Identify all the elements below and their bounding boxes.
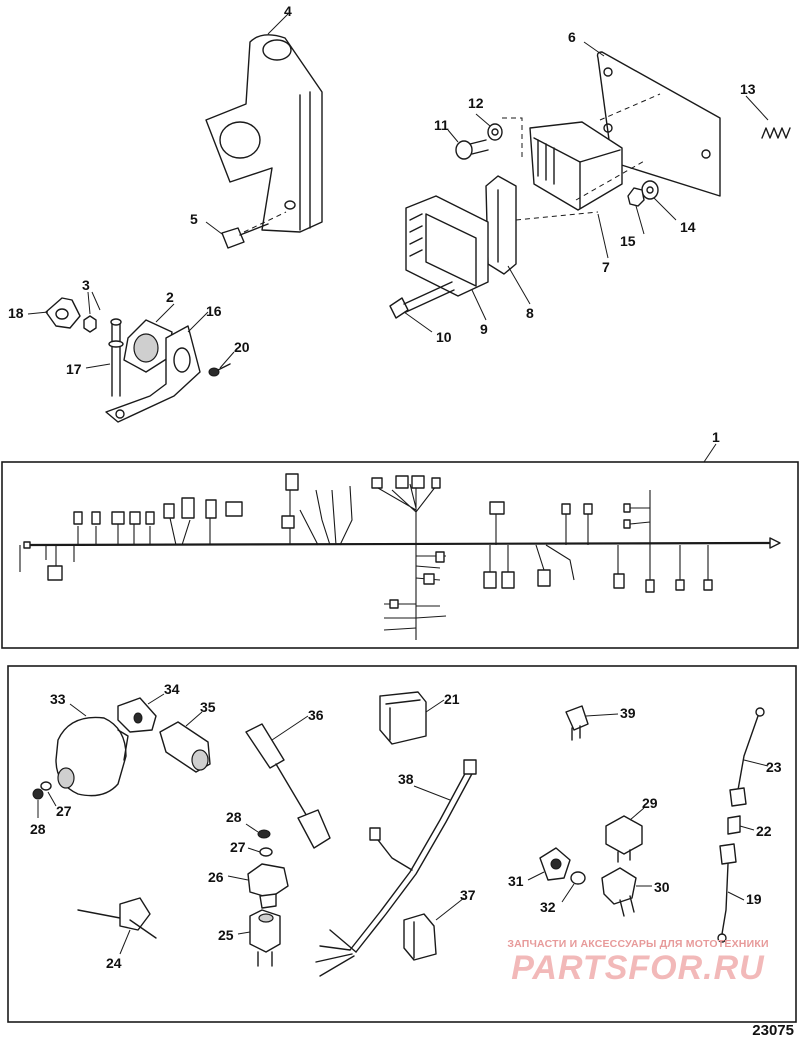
part-20-screw bbox=[208, 363, 231, 377]
part-37-connector: 37 bbox=[403, 887, 476, 961]
part-27-washer-left: 27 bbox=[40, 781, 72, 819]
watermark-logo: PARTSFOR.RU bbox=[511, 949, 765, 987]
callout-17: 17 bbox=[66, 361, 82, 377]
part-39-fuse: 39 bbox=[565, 705, 636, 741]
part-27-washer-center: 27 bbox=[230, 839, 273, 857]
callout-26: 26 bbox=[208, 869, 224, 885]
part-21-relay: 21 bbox=[379, 691, 460, 745]
part-7-module bbox=[529, 93, 661, 211]
callout-14: 14 bbox=[680, 219, 696, 235]
part-15-nut bbox=[627, 187, 645, 207]
watermark-tagline: ЗАПЧАСТИ И АКСЕССУАРЫ ДЛЯ МОТОТЕХНИКИ bbox=[507, 938, 769, 950]
callout-2: 2 bbox=[166, 289, 174, 305]
part-17-stud bbox=[108, 318, 124, 397]
callout-28-left: 28 bbox=[30, 821, 46, 837]
part-11-screw bbox=[455, 139, 489, 160]
part-14-washer bbox=[641, 180, 659, 200]
callout-24: 24 bbox=[106, 955, 122, 971]
part-33-sender: 33 bbox=[50, 691, 129, 797]
callout-3: 3 bbox=[82, 277, 90, 293]
callout-11: 11 bbox=[434, 117, 449, 133]
callout-7: 7 bbox=[602, 259, 610, 275]
callout-28-center: 28 bbox=[226, 809, 242, 825]
callout-12: 12 bbox=[468, 95, 484, 111]
part-38-harness: 38 bbox=[315, 759, 477, 977]
callout-6: 6 bbox=[568, 29, 576, 45]
part-16-bracket bbox=[105, 325, 201, 423]
callout-20: 20 bbox=[234, 339, 250, 355]
callout-27-center: 27 bbox=[230, 839, 246, 855]
callout-39: 39 bbox=[620, 705, 636, 721]
callout-4: 4 bbox=[284, 3, 292, 19]
part-13-spring bbox=[761, 127, 791, 139]
part-1-harness: 1 bbox=[19, 429, 781, 640]
callout-22: 22 bbox=[756, 823, 772, 839]
callout-9: 9 bbox=[480, 321, 488, 337]
callout-25: 25 bbox=[218, 927, 234, 943]
part-22-terminal: 22 bbox=[727, 815, 772, 839]
callout-33: 33 bbox=[50, 691, 66, 707]
part-32-oring: 32 bbox=[540, 871, 586, 915]
part-28-nut-center: 28 bbox=[226, 809, 271, 839]
part-31-sender: 31 bbox=[508, 847, 571, 889]
callout-27-left: 27 bbox=[56, 803, 72, 819]
callout-18: 18 bbox=[8, 305, 24, 321]
callout-30: 30 bbox=[654, 879, 670, 895]
part-23-lead: 23 bbox=[729, 707, 782, 807]
top-callouts: 4 5 6 13 12 11 14 15 7 8 9 10 2 3 18 16 … bbox=[8, 3, 769, 377]
callout-1: 1 bbox=[712, 429, 720, 445]
callout-10: 10 bbox=[436, 329, 452, 345]
callout-8: 8 bbox=[526, 305, 534, 321]
part-12-washer bbox=[487, 117, 523, 160]
reference-number: 23075 bbox=[752, 1022, 794, 1039]
part-25-adapter: 25 bbox=[218, 909, 281, 967]
callout-38: 38 bbox=[398, 771, 414, 787]
part-2-holder bbox=[123, 319, 173, 373]
callout-32: 32 bbox=[540, 899, 556, 915]
part-35-sensor: 35 bbox=[159, 699, 216, 773]
part-9-regulator bbox=[405, 195, 489, 297]
callout-19: 19 bbox=[746, 891, 762, 907]
callout-21: 21 bbox=[444, 691, 460, 707]
part-24-sensor: 24 bbox=[77, 897, 157, 971]
callout-35: 35 bbox=[200, 699, 216, 715]
part-18-wingnut bbox=[45, 297, 81, 329]
callout-37: 37 bbox=[460, 887, 476, 903]
part-36-sensor: 36 bbox=[245, 707, 331, 849]
callout-29: 29 bbox=[642, 795, 658, 811]
callout-15: 15 bbox=[620, 233, 636, 249]
part-4-bracket bbox=[205, 34, 323, 233]
callout-5: 5 bbox=[190, 211, 198, 227]
callout-23: 23 bbox=[766, 759, 782, 775]
callout-34: 34 bbox=[164, 681, 180, 697]
callout-31: 31 bbox=[508, 873, 524, 889]
part-28-nut-left: 28 bbox=[30, 788, 46, 837]
callout-16: 16 bbox=[206, 303, 222, 319]
part-5-bolt bbox=[221, 211, 287, 249]
callout-36: 36 bbox=[308, 707, 324, 723]
callout-13: 13 bbox=[740, 81, 756, 97]
part-3-nut bbox=[83, 315, 97, 333]
part-26-switch: 26 bbox=[208, 863, 289, 909]
part-19-lead: 19 bbox=[717, 843, 762, 943]
bottom-frame bbox=[7, 665, 797, 1023]
part-29-sensor: 29 bbox=[605, 795, 658, 863]
watermark: ЗАПЧАСТИ И АКСЕССУАРЫ ДЛЯ МОТОТЕХНИКИ PA… bbox=[488, 938, 788, 986]
part-30-fitting: 30 bbox=[601, 867, 670, 917]
part-34-fitting: 34 bbox=[117, 681, 180, 733]
part-10-bolt bbox=[389, 281, 455, 319]
harness-frame bbox=[1, 461, 799, 649]
